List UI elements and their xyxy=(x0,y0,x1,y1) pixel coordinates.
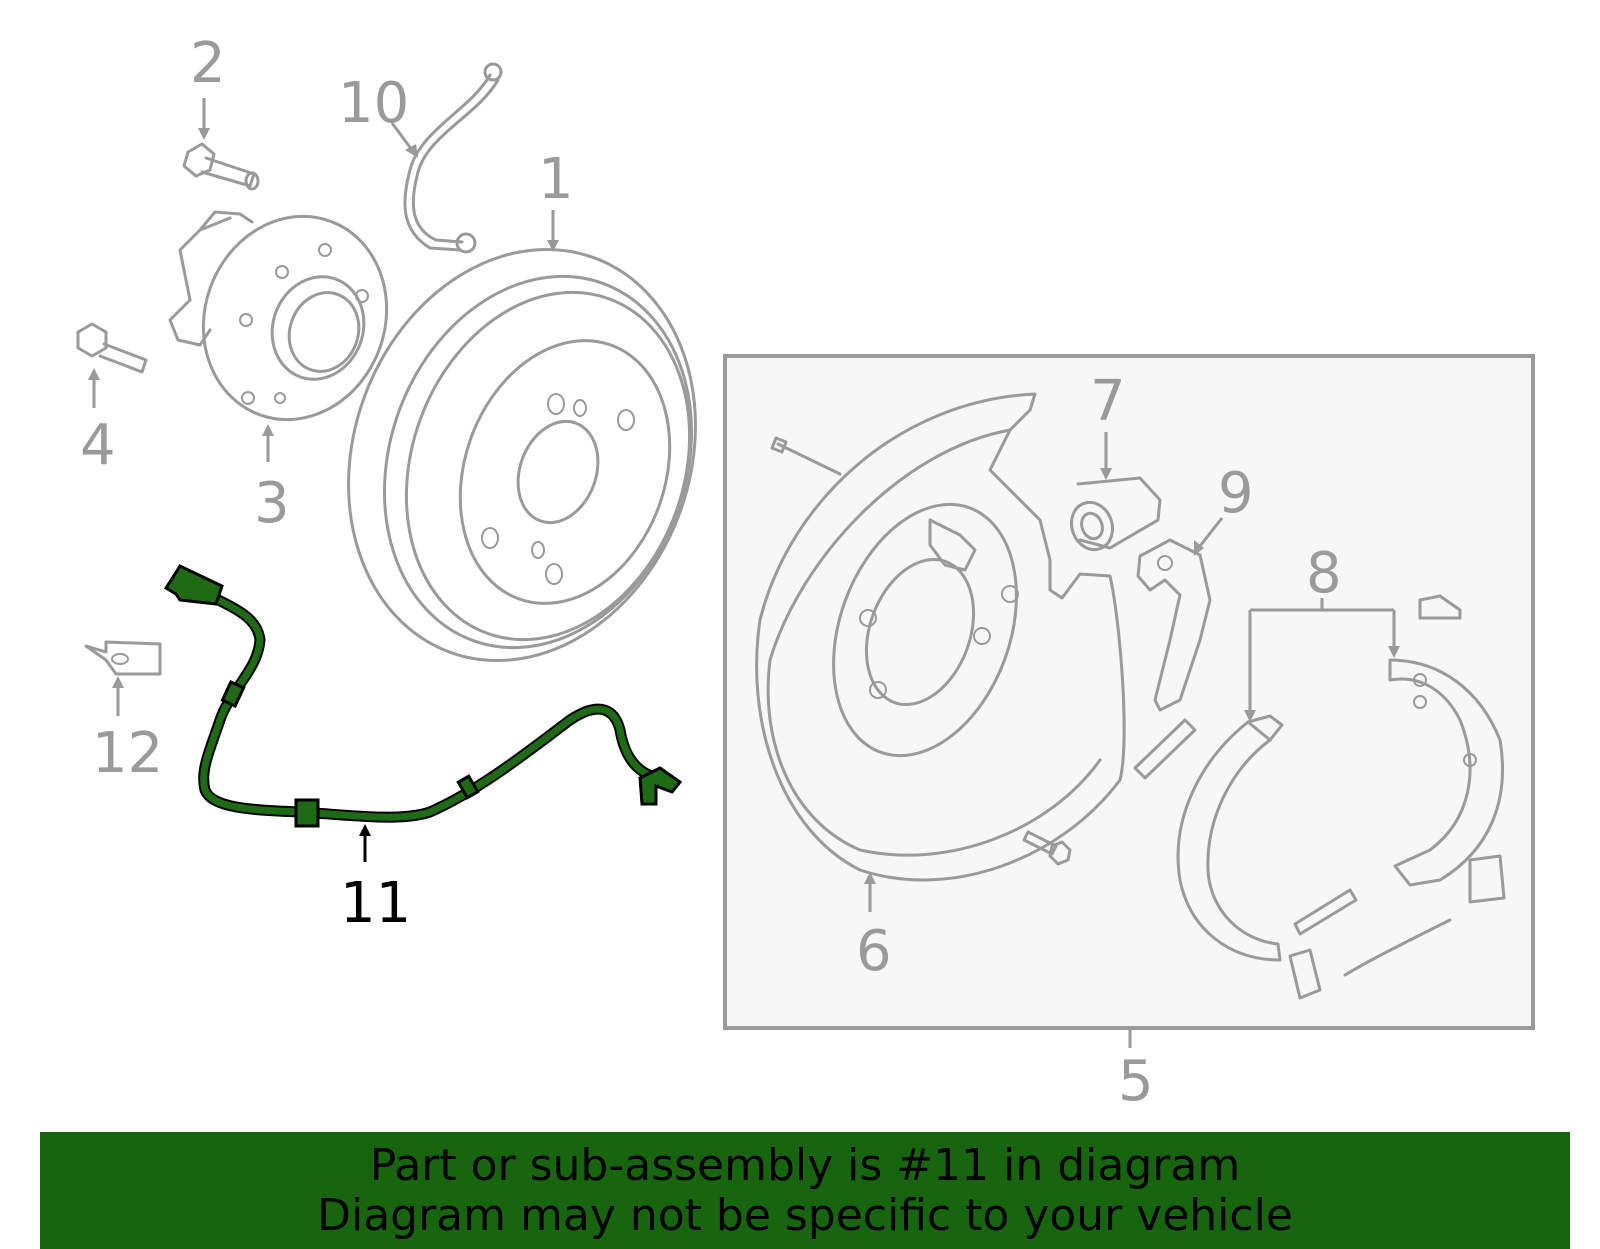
label-11: 11 xyxy=(340,871,411,936)
part-10-brake-hose[interactable] xyxy=(403,62,503,254)
part-2-bolt[interactable] xyxy=(182,142,260,191)
label-9: 9 xyxy=(1218,461,1254,526)
part-4-bolt[interactable] xyxy=(76,322,148,374)
assembly-5-box xyxy=(723,354,1535,1030)
part-9-parking-lever[interactable] xyxy=(1136,538,1212,712)
info-banner: Part or sub-assembly is #11 in diagram D… xyxy=(40,1132,1570,1249)
part-8-brake-shoes[interactable] xyxy=(1133,594,1506,1000)
leader-arrows xyxy=(88,98,1400,912)
label-10: 10 xyxy=(338,71,409,136)
label-6: 6 xyxy=(856,919,892,984)
label-8: 8 xyxy=(1306,541,1342,606)
part-7-wheel-cylinder[interactable] xyxy=(1065,476,1162,555)
label-7: 7 xyxy=(1090,369,1126,434)
label-1: 1 xyxy=(538,147,574,212)
parts-diagram: 2 10 1 4 3 12 11 6 7 9 8 5 xyxy=(76,31,1535,1114)
label-5: 5 xyxy=(1118,1049,1154,1114)
part-3-hub-bearing[interactable] xyxy=(168,190,415,445)
mounting-bolt xyxy=(1022,830,1072,866)
banner-line-1: Part or sub-assembly is #11 in diagram xyxy=(369,1140,1241,1191)
label-2: 2 xyxy=(190,31,226,96)
label-3: 3 xyxy=(254,471,290,536)
part-labels: 2 10 1 4 3 12 11 6 7 9 8 5 xyxy=(80,31,1342,1114)
part-12-bracket[interactable] xyxy=(84,640,162,676)
part-1-brake-drum[interactable] xyxy=(292,200,751,710)
part-6-backing-plate[interactable] xyxy=(755,392,1126,882)
label-4: 4 xyxy=(80,413,116,478)
banner-line-2: Diagram may not be specific to your vehi… xyxy=(317,1190,1293,1241)
label-12: 12 xyxy=(92,721,163,786)
part-11-wheel-speed-sensor[interactable] xyxy=(163,564,683,828)
